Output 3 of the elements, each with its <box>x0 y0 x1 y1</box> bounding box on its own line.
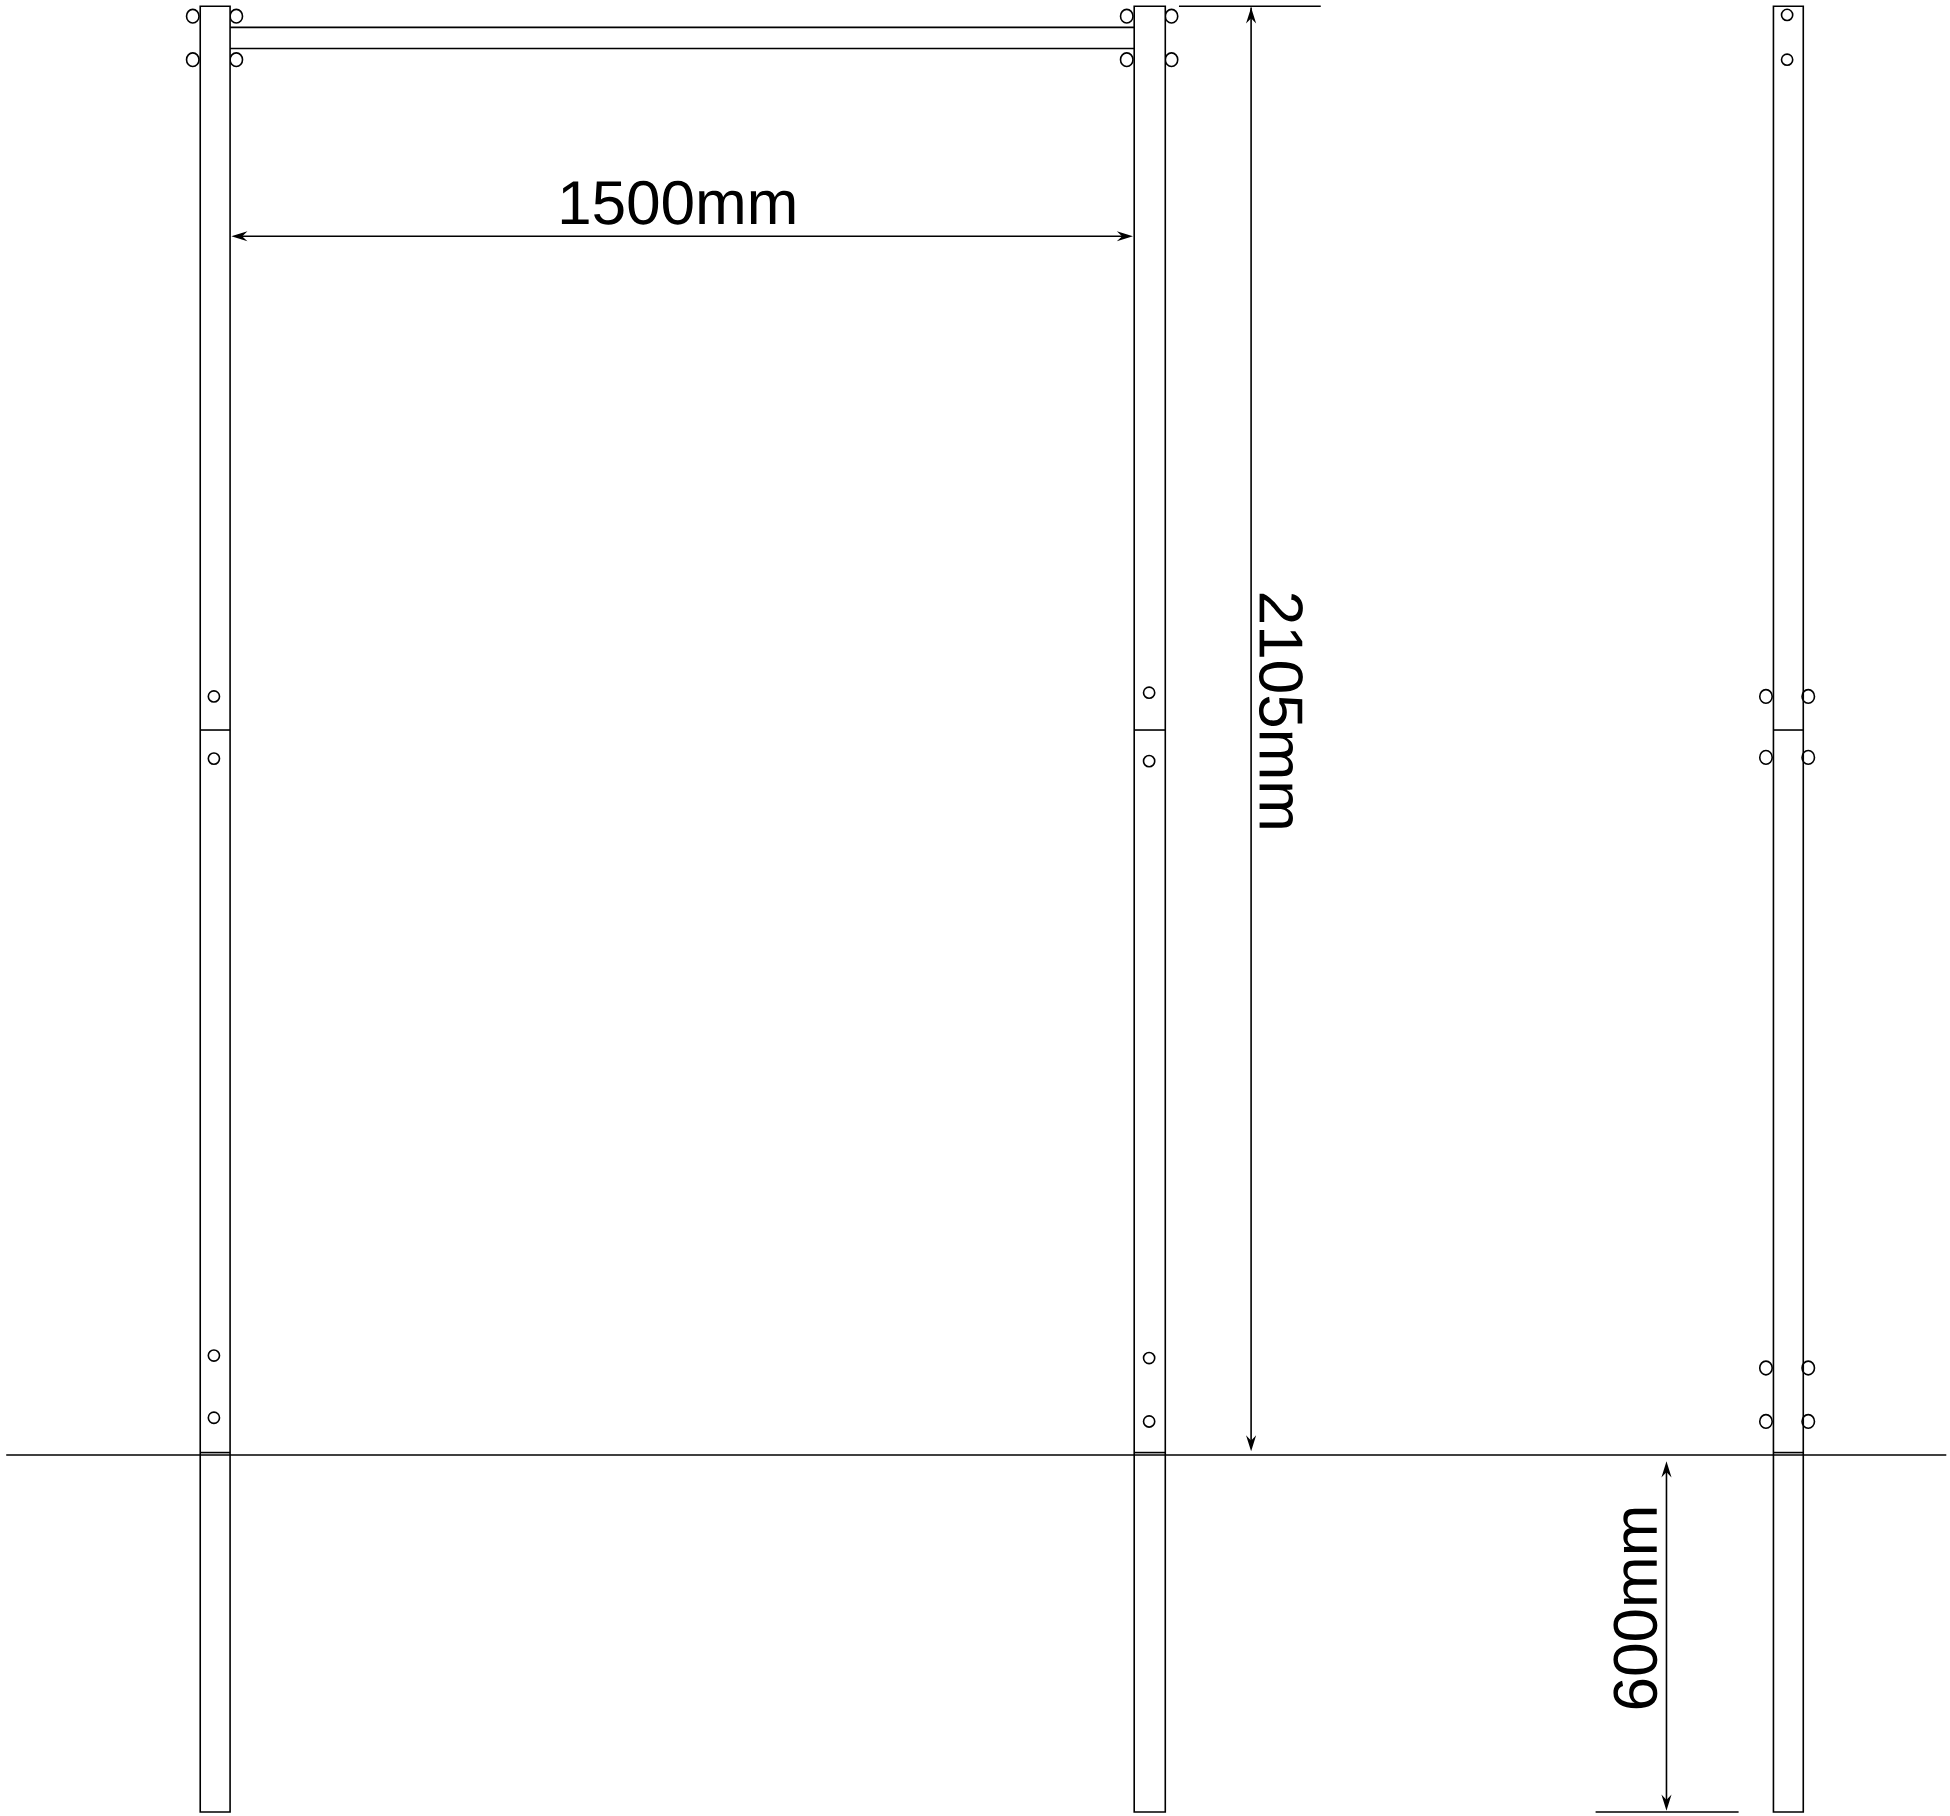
dimension-label: 2105mm <box>1259 593 1303 828</box>
dimension-label: 1500mm <box>561 180 795 225</box>
dimension-label: 600mm <box>1613 1508 1658 1709</box>
